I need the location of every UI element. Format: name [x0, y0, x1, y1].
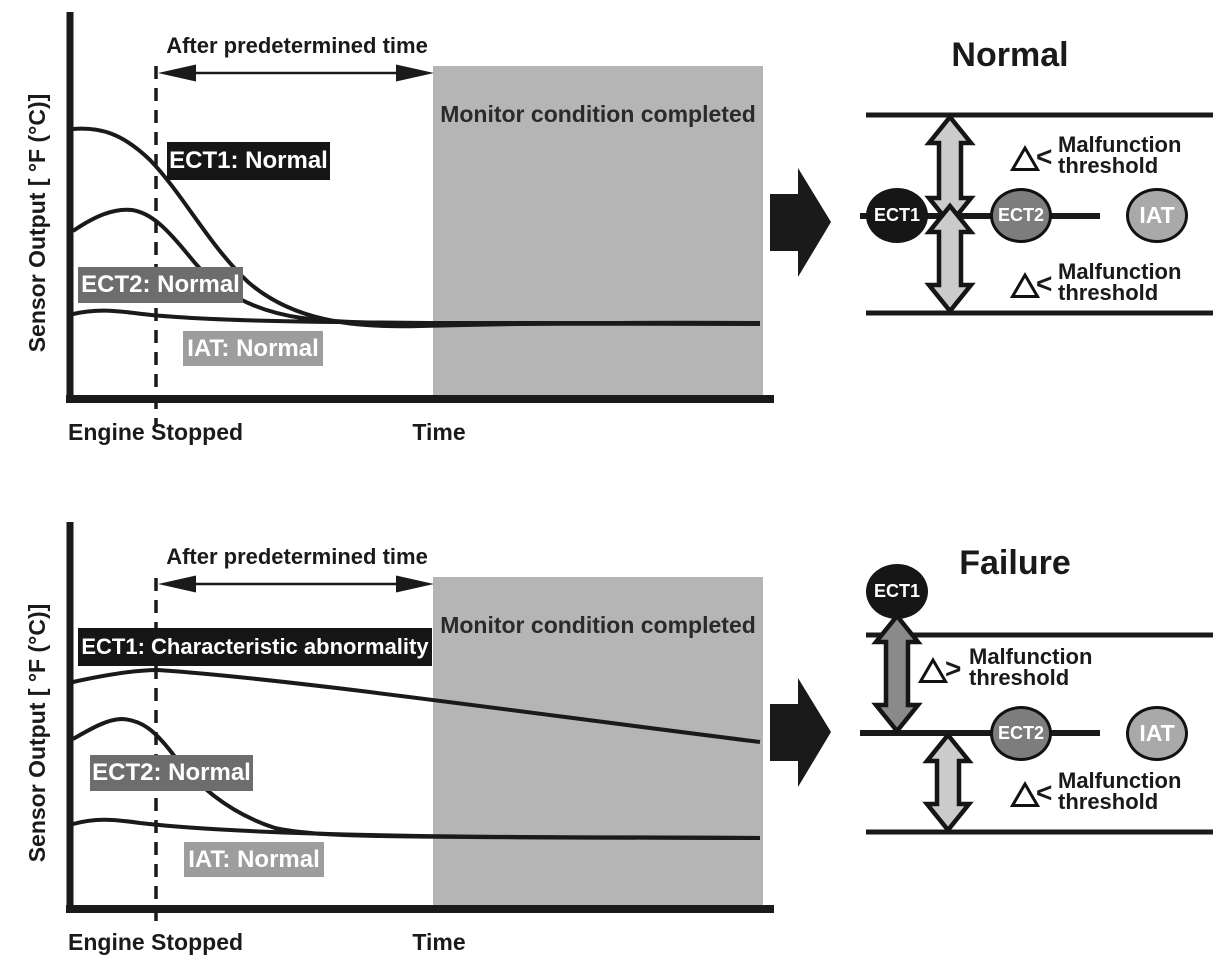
failure-ect1-node: ECT1: [866, 564, 928, 619]
normal-lower-delta-triangle-icon: [1009, 272, 1041, 298]
bottom-span-arrowhead-right-icon: [396, 575, 434, 593]
failure-upper-threshold-label: Malfunction threshold: [969, 644, 1093, 690]
normal-upper-threshold-label: Malfunction threshold: [1058, 132, 1182, 178]
normal-lower-threshold-line2: threshold: [1058, 280, 1159, 305]
bottom-ect1-curve-label: ECT1: Characteristic abnormality: [78, 628, 432, 666]
failure-lower-threshold-line2: threshold: [1058, 789, 1159, 814]
top-span-arrowhead-left-icon: [158, 64, 196, 82]
normal-iat-node: IAT: [1126, 188, 1188, 243]
top-span-arrowhead-right-icon: [396, 64, 434, 82]
bottom-iat-curve-label: IAT: Normal: [184, 842, 324, 877]
failure-lower-delta-triangle-icon: [1009, 781, 1041, 807]
normal-upper-comparator: <: [1036, 141, 1053, 172]
bottom-y-axis-label: Sensor Output [ °F (°C)]: [24, 603, 50, 863]
top-ect1-curve-label: ECT1: Normal: [167, 142, 330, 180]
normal-result-big-arrow-icon: [770, 168, 831, 277]
failure-lower-threshold-label: Malfunction threshold: [1058, 768, 1182, 814]
failure-upper-threshold-line2: threshold: [969, 665, 1070, 690]
failure-upper-threshold-line1: Malfunction: [969, 644, 1093, 669]
normal-ect2-node: ECT2: [990, 188, 1052, 243]
failure-iat-node: IAT: [1126, 706, 1188, 761]
top-time-axis-label: Time: [412, 419, 466, 445]
normal-upper-threshold-line1: Malfunction: [1058, 132, 1182, 157]
failure-ect2-node: ECT2: [990, 706, 1052, 761]
bottom-time-axis-label: Time: [412, 929, 466, 955]
normal-lower-threshold-label: Malfunction threshold: [1058, 259, 1182, 305]
failure-result-title: Failure: [959, 544, 1071, 582]
bottom-predetermined-time-label: After predetermined time: [166, 544, 428, 569]
top-y-axis-label: Sensor Output [ °F (°C)]: [24, 93, 50, 353]
failure-lower-comparator: <: [1036, 777, 1053, 808]
bottom-monitor-condition-label: Monitor condition completed: [440, 612, 756, 638]
normal-upper-double-arrow-icon: [924, 113, 976, 228]
failure-upper-double-arrow-icon: [871, 612, 923, 735]
top-iat-curve-label: IAT: Normal: [183, 331, 323, 366]
normal-result-title: Normal: [951, 36, 1069, 74]
top-ect2-curve-label: ECT2: Normal: [78, 267, 243, 303]
failure-upper-comparator: >: [945, 653, 962, 684]
failure-lower-double-arrow-icon: [922, 731, 974, 834]
normal-lower-threshold-line1: Malfunction: [1058, 259, 1182, 284]
normal-upper-delta-triangle-icon: [1009, 145, 1041, 171]
normal-lower-comparator: <: [1036, 268, 1053, 299]
normal-lower-double-arrow-icon: [924, 202, 976, 315]
bottom-span-arrowhead-left-icon: [158, 575, 196, 593]
bottom-ect2-curve-label: ECT2: Normal: [90, 755, 253, 791]
normal-upper-threshold-line2: threshold: [1058, 153, 1159, 178]
bottom-engine-stopped-label: Engine Stopped: [68, 929, 244, 955]
top-monitor-condition-label: Monitor condition completed: [440, 101, 756, 127]
top-predetermined-time-label: After predetermined time: [166, 33, 428, 58]
failure-lower-threshold-line1: Malfunction: [1058, 768, 1182, 793]
top-engine-stopped-label: Engine Stopped: [68, 419, 244, 445]
normal-ect1-node: ECT1: [866, 188, 928, 243]
failure-upper-delta-triangle-icon: [917, 657, 949, 683]
failure-result-big-arrow-icon: [770, 678, 831, 787]
